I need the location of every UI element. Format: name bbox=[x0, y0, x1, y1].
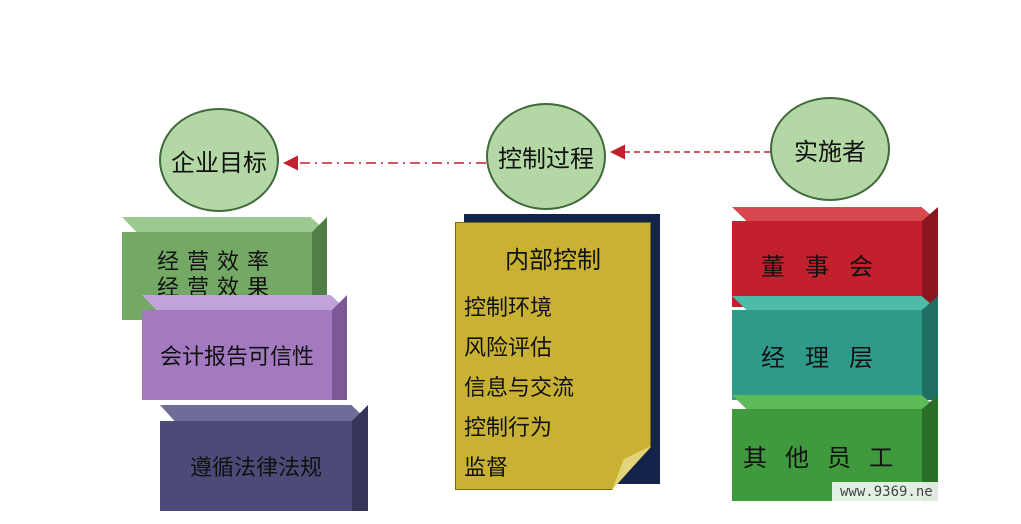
implementer-block-management: 经理层 bbox=[732, 296, 938, 400]
doc-item: 风险评估 bbox=[464, 336, 553, 361]
goal-compliance-label: 遵循法律法规 bbox=[189, 456, 322, 481]
goal-reporting-label: 会计报告可信性 bbox=[159, 345, 314, 370]
internal-control-document bbox=[455, 222, 651, 490]
management-label: 经理层 bbox=[761, 343, 893, 372]
doc-item: 控制环境 bbox=[464, 296, 553, 321]
doc-item: 监督 bbox=[464, 456, 509, 481]
board-label: 董事会 bbox=[761, 252, 893, 281]
goal-node-label: 企业目标 bbox=[171, 148, 267, 177]
watermark: www.9369.ne bbox=[832, 482, 941, 502]
document-title: 内部控制 bbox=[505, 246, 601, 274]
implementer-block-staff: 其他员工 bbox=[732, 395, 938, 501]
staff-label: 其他员工 bbox=[743, 443, 911, 472]
goal-efficiency-label: 经营效率 bbox=[156, 250, 277, 275]
doc-item: 控制行为 bbox=[464, 416, 553, 441]
goal-block-compliance: 遵循法律法规 bbox=[160, 405, 368, 511]
implementer-block-board: 董事会 bbox=[732, 207, 938, 307]
process-node-label: 控制过程 bbox=[498, 145, 594, 173]
doc-item: 信息与交流 bbox=[464, 376, 575, 401]
process-node: 控制过程 bbox=[486, 103, 606, 210]
goal-block-reporting: 会计报告可信性 bbox=[142, 295, 347, 400]
implementer-node: 实施者 bbox=[770, 97, 890, 201]
implementer-node-label: 实施者 bbox=[794, 137, 866, 166]
goal-node: 企业目标 bbox=[159, 108, 279, 212]
